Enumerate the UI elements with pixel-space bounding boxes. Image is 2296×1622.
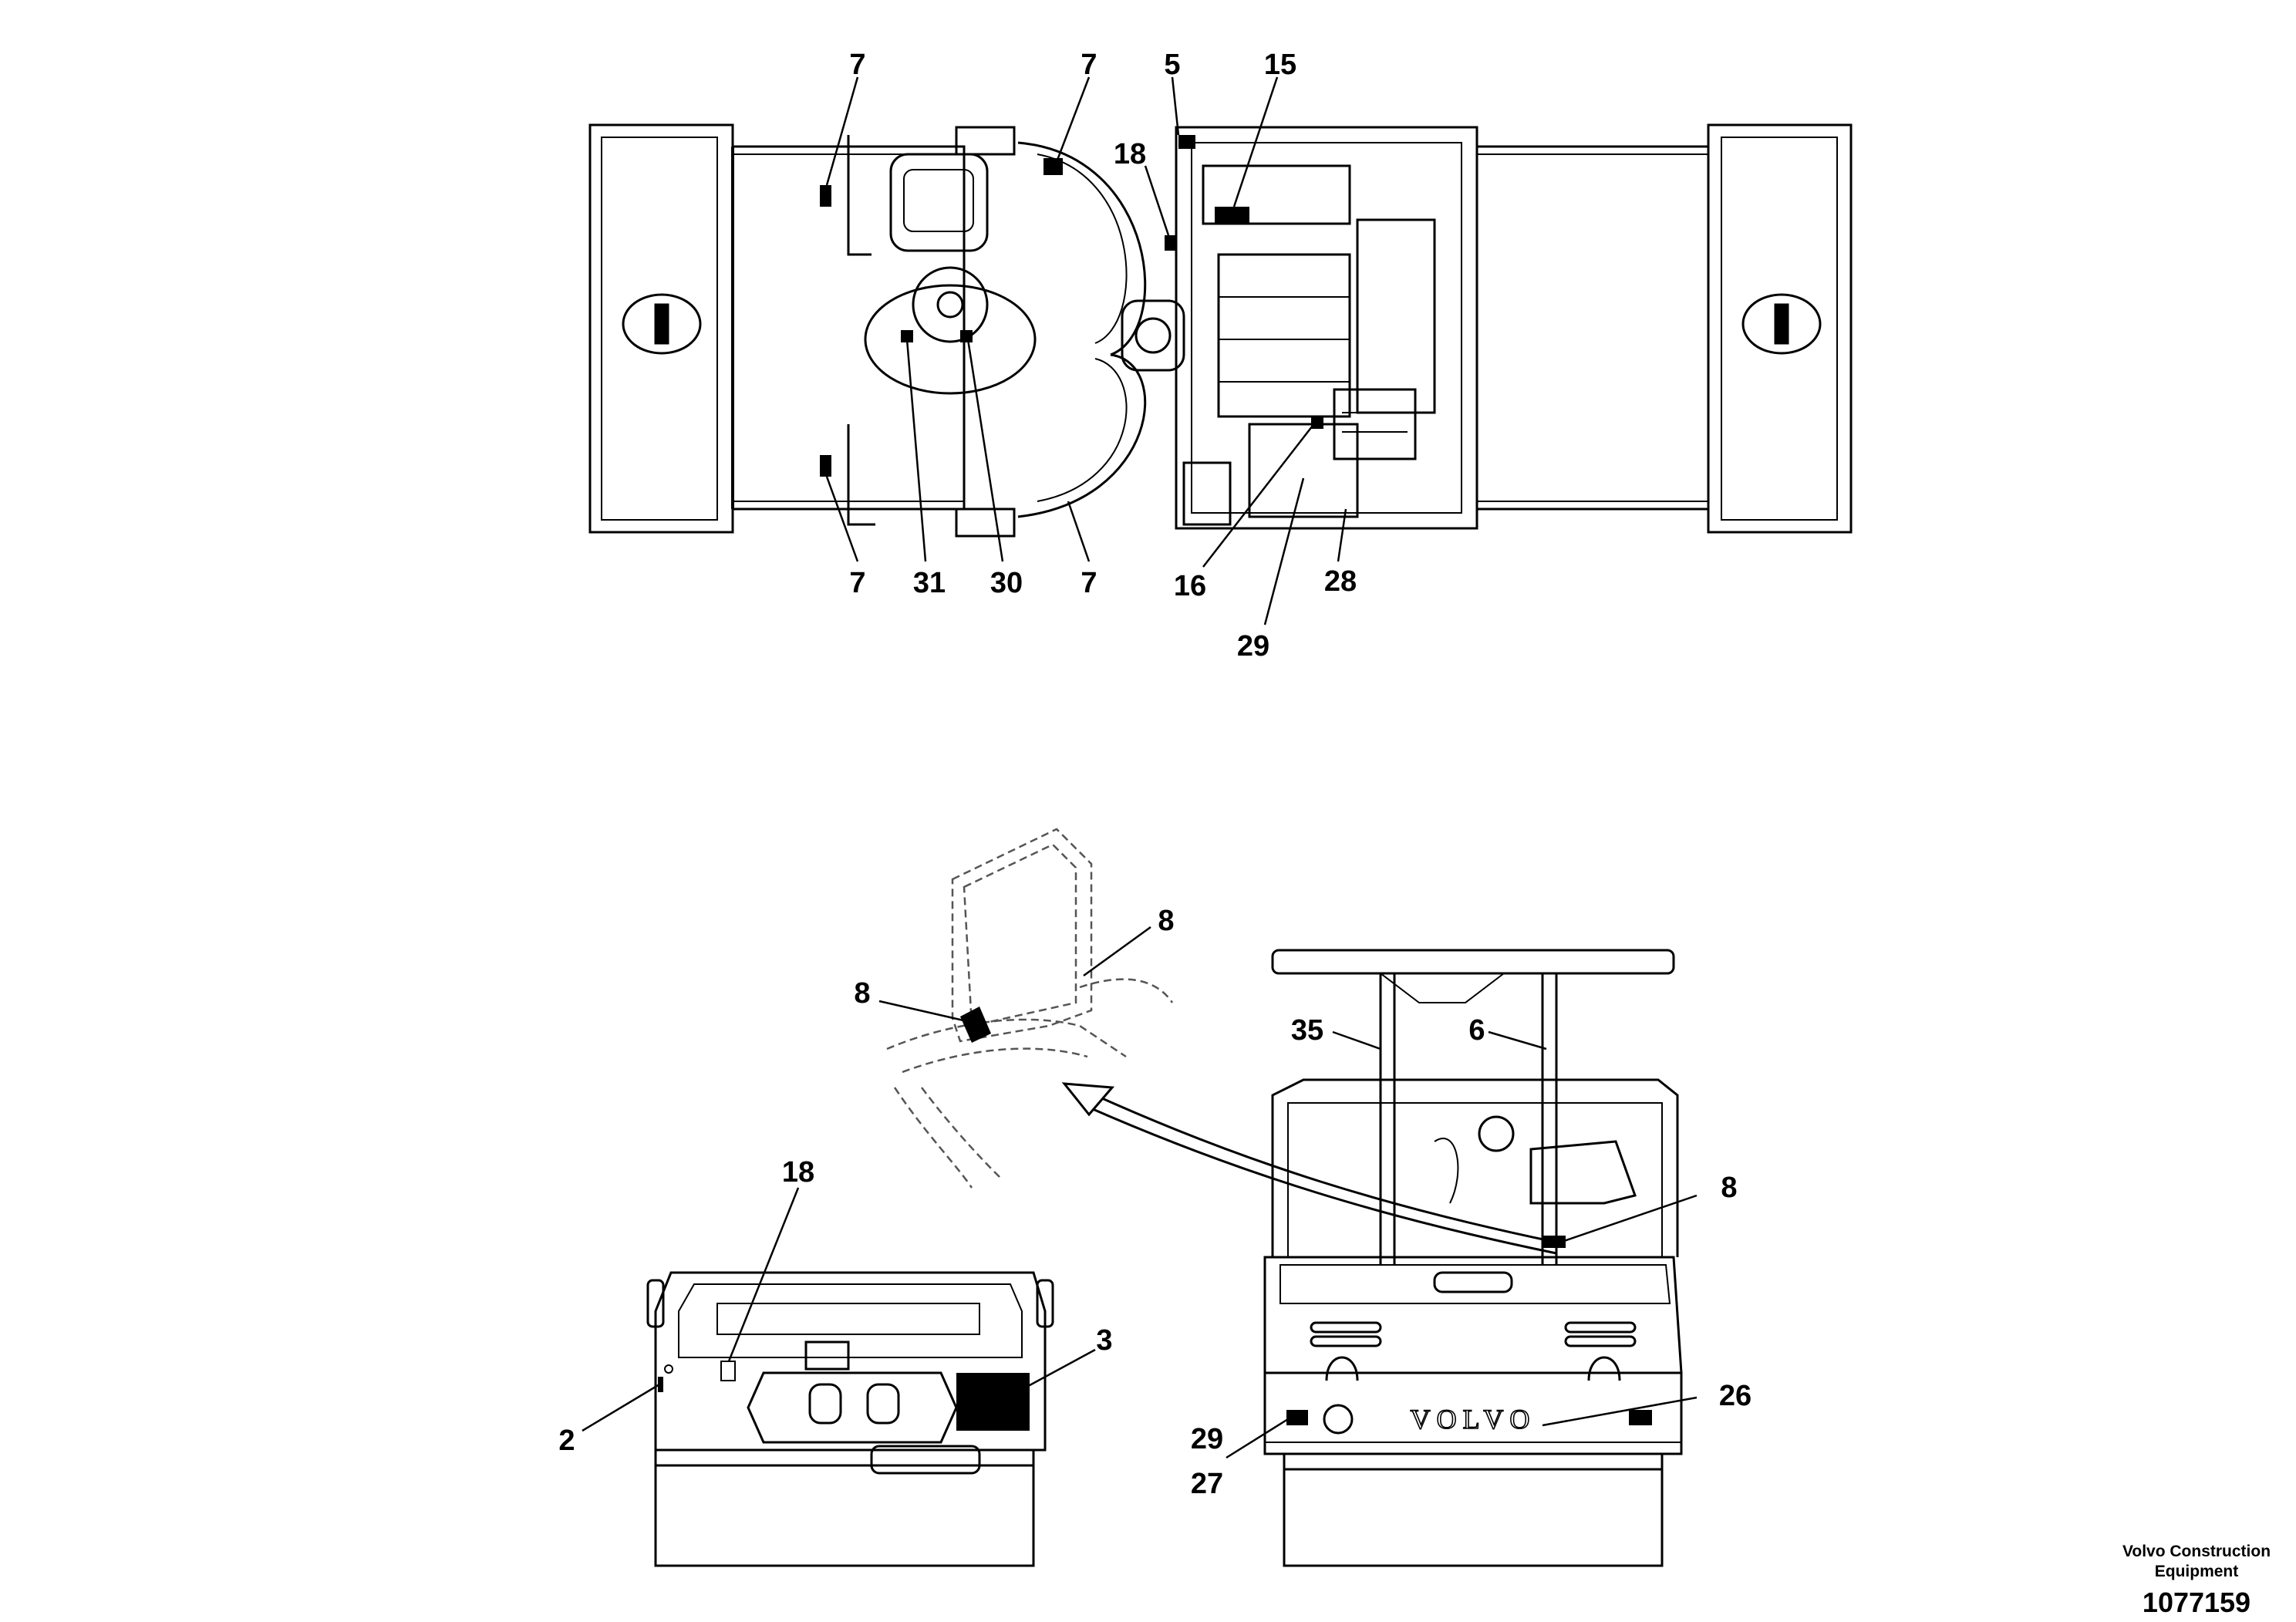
rops-detail-decals xyxy=(960,1007,991,1043)
company-name-line2: Equipment xyxy=(2155,1563,2239,1580)
callout-7-bottom-left: 7 xyxy=(849,567,865,599)
callout-2: 2 xyxy=(558,1425,575,1457)
company-name-line1: Volvo Construction xyxy=(2122,1543,2271,1560)
callout-28: 28 xyxy=(1324,565,1357,598)
callout-35: 35 xyxy=(1291,1014,1323,1047)
steering-console xyxy=(864,284,1037,395)
callout-16: 16 xyxy=(1174,570,1206,602)
rops-detail-labels: 8 8 xyxy=(854,905,1174,1010)
top-view-decals xyxy=(820,135,1323,477)
callout-7-bottom-right: 7 xyxy=(1081,567,1097,599)
callout-27: 27 xyxy=(1191,1468,1223,1500)
front-view-leaders xyxy=(582,1187,1096,1432)
steering-wheel-rear xyxy=(1478,1115,1515,1152)
rops-detail-drawing xyxy=(886,828,1174,1189)
rear-view-labels: 35 6 8 26 29 27 xyxy=(1191,1014,1752,1500)
part-number: 1077159 xyxy=(2143,1587,2250,1618)
callout-29-top: 29 xyxy=(1237,630,1269,663)
rear-view-leaders xyxy=(1226,1030,1698,1459)
rops-detail-leaders xyxy=(878,926,1151,1023)
decal-3 xyxy=(956,1373,1030,1431)
air-filter xyxy=(1333,388,1417,460)
callout-30: 30 xyxy=(990,567,1023,599)
callout-8-left: 8 xyxy=(854,977,870,1010)
operator-seat xyxy=(889,153,989,252)
rops-canopy xyxy=(1271,949,1675,975)
callout-5: 5 xyxy=(1164,49,1180,81)
front-view-labels: 18 3 2 xyxy=(558,1156,1112,1457)
callout-3: 3 xyxy=(1096,1324,1112,1357)
top-view-labels: 7 7 5 15 18 7 31 30 7 16 28 29 xyxy=(849,49,1357,663)
front-drum-hub xyxy=(622,293,702,355)
callout-26: 26 xyxy=(1719,1380,1752,1412)
front-view-outline-decal xyxy=(720,1361,736,1381)
top-view-leaders xyxy=(825,76,1347,626)
steering-wheel xyxy=(912,266,989,343)
callout-15: 15 xyxy=(1264,49,1296,81)
engine-block xyxy=(1202,164,1351,225)
callout-18-front: 18 xyxy=(782,1156,814,1189)
callout-8-rear: 8 xyxy=(1721,1172,1737,1204)
callout-7-top-left: 7 xyxy=(849,49,865,81)
rear-view-decals xyxy=(1286,1236,1652,1425)
horn-grille xyxy=(1323,1404,1354,1435)
front-view-decals xyxy=(658,1364,1030,1431)
volvo-brand-text: VOLVO xyxy=(1411,1404,1536,1435)
rear-drum xyxy=(1283,1468,1664,1567)
top-view-drawing xyxy=(588,123,1853,538)
callout-31: 31 xyxy=(913,567,946,599)
callout-6: 6 xyxy=(1468,1014,1485,1047)
callout-7-top-right: 7 xyxy=(1081,49,1097,81)
operator-seat-rear xyxy=(1529,1140,1637,1205)
rear-drum-hub xyxy=(1741,293,1822,355)
detail-arrow xyxy=(1061,1082,1557,1255)
rear-view-drawing xyxy=(1263,949,1683,1567)
callout-8-right: 8 xyxy=(1158,905,1174,937)
front-view-drawing xyxy=(646,1271,1054,1567)
footer: Volvo Construction Equipment 1077159 xyxy=(2122,1543,2271,1618)
callout-29-rear: 29 xyxy=(1191,1423,1223,1455)
front-drum xyxy=(654,1448,1035,1467)
callout-18-top: 18 xyxy=(1114,138,1146,170)
decal-27-29 xyxy=(1286,1410,1308,1425)
